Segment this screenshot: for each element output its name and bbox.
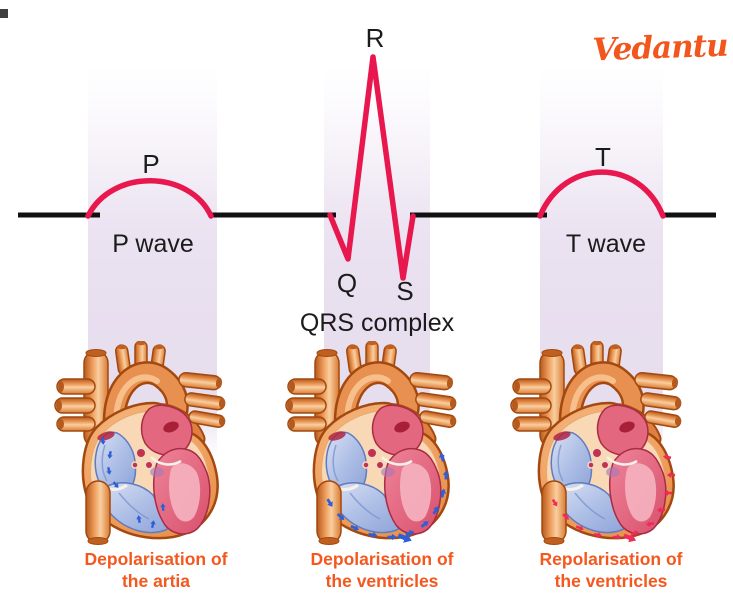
t-wave-annotation: T wave [566, 230, 646, 258]
q-label: Q [337, 268, 357, 298]
p-wave-curve [85, 178, 214, 219]
r-label: R [366, 23, 385, 53]
ecg-trace: P R Q S T P wave T wave QRS complex [18, 23, 716, 337]
p-label: P [142, 149, 159, 179]
heart-illustration-ventricular-repolarisation [509, 341, 689, 546]
caption-ventricular-repolarisation: Repolarisation of the ventricles [500, 549, 722, 593]
caption-line: the ventricles [325, 570, 439, 591]
caption-atrial-depolarisation: Depolarisation of the artia [45, 549, 267, 593]
caption-line: Repolarisation of [539, 549, 683, 569]
p-wave-annotation: P wave [112, 230, 194, 258]
t-wave-curve [537, 169, 666, 219]
scan-artifact [0, 9, 8, 18]
qrs-complex-curve [327, 54, 416, 281]
heart-illustration-ventricular-depolarisation [284, 341, 464, 546]
caption-line: the ventricles [554, 570, 668, 591]
s-label: S [396, 276, 413, 306]
vedantu-logo: Vedantu [591, 27, 729, 69]
caption-line: Depolarisation of [84, 549, 228, 569]
heart-illustration-atrial-depolarisation [53, 341, 233, 546]
t-label: T [595, 142, 611, 172]
caption-line: Depolarisation of [310, 549, 454, 569]
qrs-complex-annotation: QRS complex [300, 309, 455, 337]
caption-line: the artia [121, 570, 191, 591]
caption-ventricular-depolarisation: Depolarisation of the ventricles [271, 549, 493, 593]
